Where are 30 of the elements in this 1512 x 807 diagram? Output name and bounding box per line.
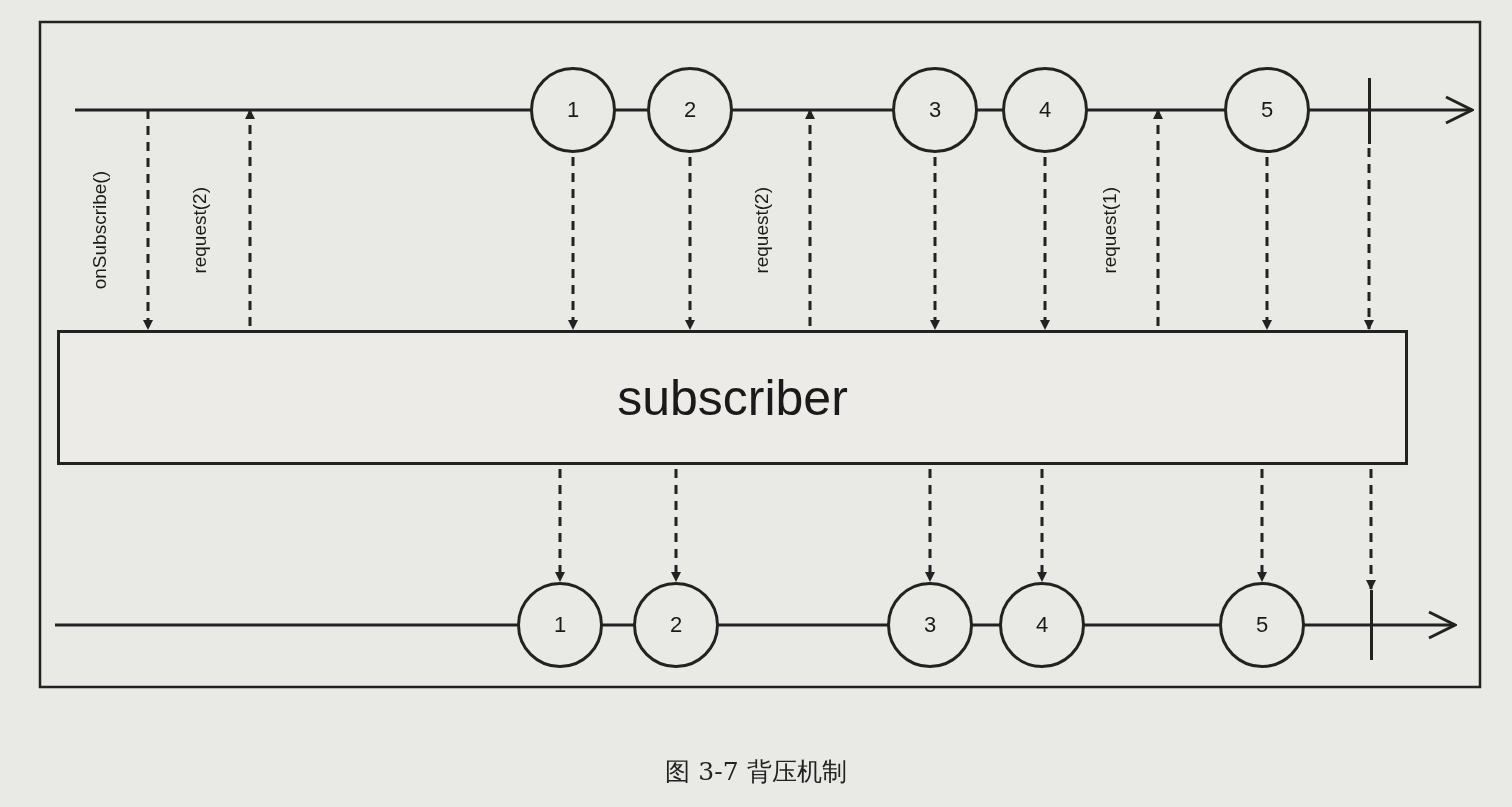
completion-bar	[1370, 590, 1373, 660]
event-circle: 2	[633, 582, 719, 668]
dashed-arrow	[685, 157, 695, 330]
event-circle: 2	[647, 67, 733, 153]
dashed-arrow	[555, 469, 565, 582]
dashed-arrow	[805, 109, 815, 326]
dashed-arrow	[930, 157, 940, 330]
dashed-arrow	[925, 469, 935, 582]
dashed-arrow	[1262, 157, 1272, 330]
subscriber-box: subscriber	[57, 330, 1408, 465]
dashed-arrow	[1257, 469, 1267, 582]
event-circle: 1	[530, 67, 616, 153]
event-circle: 1	[517, 582, 603, 668]
event-circle: 4	[999, 582, 1085, 668]
dashed-arrow	[671, 469, 681, 582]
event-circle: 5	[1219, 582, 1305, 668]
dashed-arrow	[568, 157, 578, 330]
event-circle: 3	[887, 582, 973, 668]
figure-caption: 图 3-7 背压机制	[664, 756, 848, 788]
dashed-arrow	[1153, 109, 1163, 326]
dashed-arrow	[245, 109, 255, 326]
dashed-arrow	[1040, 157, 1050, 330]
dashed-arrow	[143, 110, 153, 330]
event-circle: 3	[892, 67, 978, 153]
dashed-arrow	[1037, 469, 1047, 582]
completion-bar	[1368, 78, 1371, 144]
dashed-arrow	[1366, 469, 1376, 590]
event-circle: 5	[1224, 67, 1310, 153]
dashed-arrow	[1364, 148, 1374, 330]
event-circle: 4	[1002, 67, 1088, 153]
